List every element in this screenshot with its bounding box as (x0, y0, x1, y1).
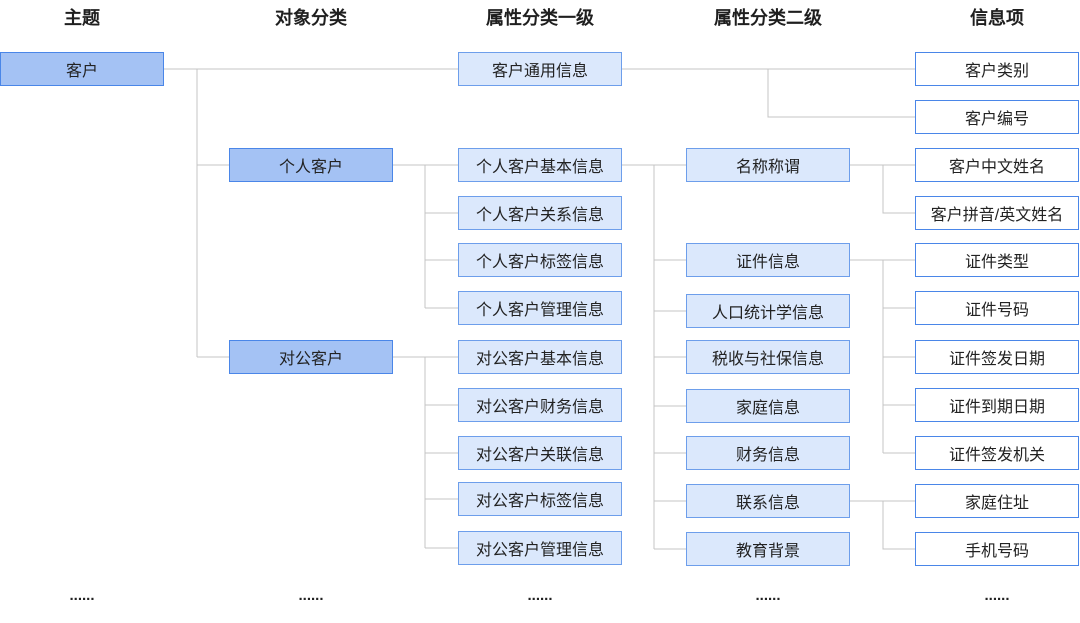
level2-node-demographic-info: 人口统计学信息 (686, 294, 850, 328)
topic-node-customer: 客户 (0, 52, 164, 86)
level1-node-individual-tag-info: 个人客户标签信息 (458, 243, 622, 277)
info-item-id-expiry-date: 证件到期日期 (915, 388, 1079, 422)
level2-node-name-title: 名称称谓 (686, 148, 850, 182)
header-attribute-level1: 属性分类一级 (486, 8, 594, 28)
connector-contact-to-mobile-number (882, 501, 915, 550)
level2-node-financial-info: 财务信息 (686, 436, 850, 470)
info-item-id-issuing-authority: 证件签发机关 (915, 436, 1079, 470)
level1-node-corporate-affiliation-info: 对公客户关联信息 (458, 436, 622, 470)
header-object-category: 对象分类 (275, 8, 347, 28)
info-item-id-type: 证件类型 (915, 243, 1079, 277)
level1-node-individual-relationship-info: 个人客户关系信息 (458, 196, 622, 230)
level2-node-contact-info: 联系信息 (686, 484, 850, 518)
header-topic: 主题 (64, 8, 100, 28)
info-item-customer-category: 客户类别 (915, 52, 1079, 86)
level2-node-family-info: 家庭信息 (686, 389, 850, 423)
level1-node-individual-management-info: 个人客户管理信息 (458, 291, 622, 325)
info-item-id-issue-date: 证件签发日期 (915, 340, 1079, 374)
info-item-customer-number: 客户编号 (915, 100, 1079, 134)
info-item-chinese-name: 客户中文姓名 (915, 148, 1079, 182)
ellipsis-attribute-level1: ...... (527, 587, 553, 604)
info-item-mobile-number: 手机号码 (915, 532, 1079, 566)
level1-node-general-info: 客户通用信息 (458, 52, 622, 86)
info-item-id-number: 证件号码 (915, 291, 1079, 325)
info-item-home-address: 家庭住址 (915, 484, 1079, 518)
level2-node-id-document-info: 证件信息 (686, 243, 850, 277)
connector-name-title-to-pinyin-name (882, 165, 915, 214)
info-item-pinyin-english-name: 客户拼音/英文姓名 (915, 196, 1079, 230)
object-node-individual-customer: 个人客户 (229, 148, 393, 182)
header-attribute-level2: 属性分类二级 (714, 8, 822, 28)
level2-node-education-background: 教育背景 (686, 532, 850, 566)
ellipsis-object-category: ...... (298, 587, 324, 604)
level2-node-tax-social-security-info: 税收与社保信息 (686, 340, 850, 374)
ellipsis-attribute-level2: ...... (755, 587, 781, 604)
level1-node-corporate-tag-info: 对公客户标签信息 (458, 482, 622, 516)
connector-general-info-to-number (767, 69, 915, 118)
level1-node-corporate-basic-info: 对公客户基本信息 (458, 340, 622, 374)
level1-node-corporate-management-info: 对公客户管理信息 (458, 531, 622, 565)
ellipsis-topic: ...... (69, 587, 95, 604)
header-info-item: 信息项 (970, 8, 1024, 28)
object-node-corporate-customer: 对公客户 (229, 340, 393, 374)
ellipsis-info-item: ...... (984, 587, 1010, 604)
level1-node-corporate-financial-info: 对公客户财务信息 (458, 388, 622, 422)
level1-node-individual-basic-info: 个人客户基本信息 (458, 148, 622, 182)
